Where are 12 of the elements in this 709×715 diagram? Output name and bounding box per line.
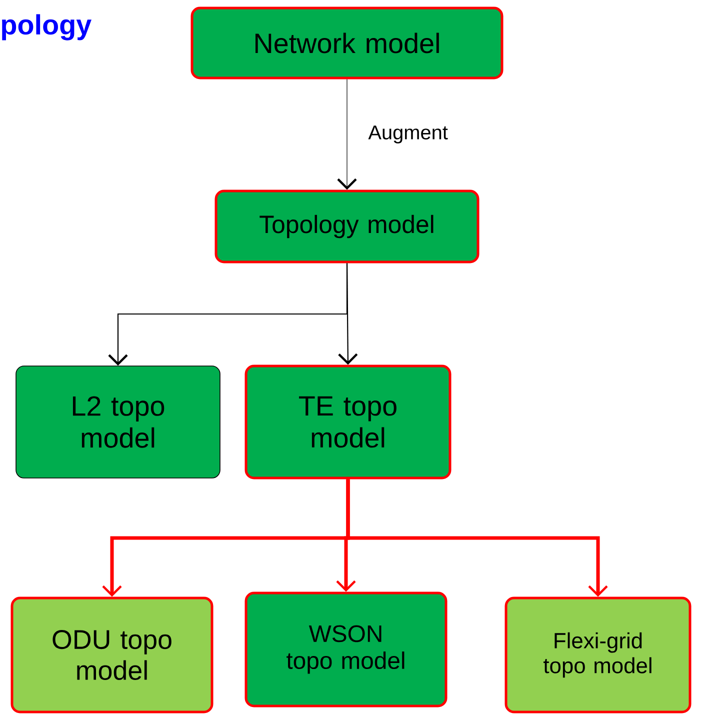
arrow: [338, 263, 358, 365]
model-box: TE topo model: [244, 364, 452, 480]
model-box: Flexi-grid topo model: [504, 596, 692, 714]
model-box: Network model: [190, 6, 504, 80]
arrow: [337, 78, 357, 190]
arrow: [346, 479, 608, 597]
model-box: ODU topo model: [10, 596, 214, 714]
title: pology: [2, 14, 92, 40]
model-box: Topology model: [214, 190, 480, 264]
edge-label: Augment: [367, 124, 449, 144]
model-box: L2 topo model: [16, 366, 220, 478]
model-box: WSON topo model: [244, 592, 448, 708]
